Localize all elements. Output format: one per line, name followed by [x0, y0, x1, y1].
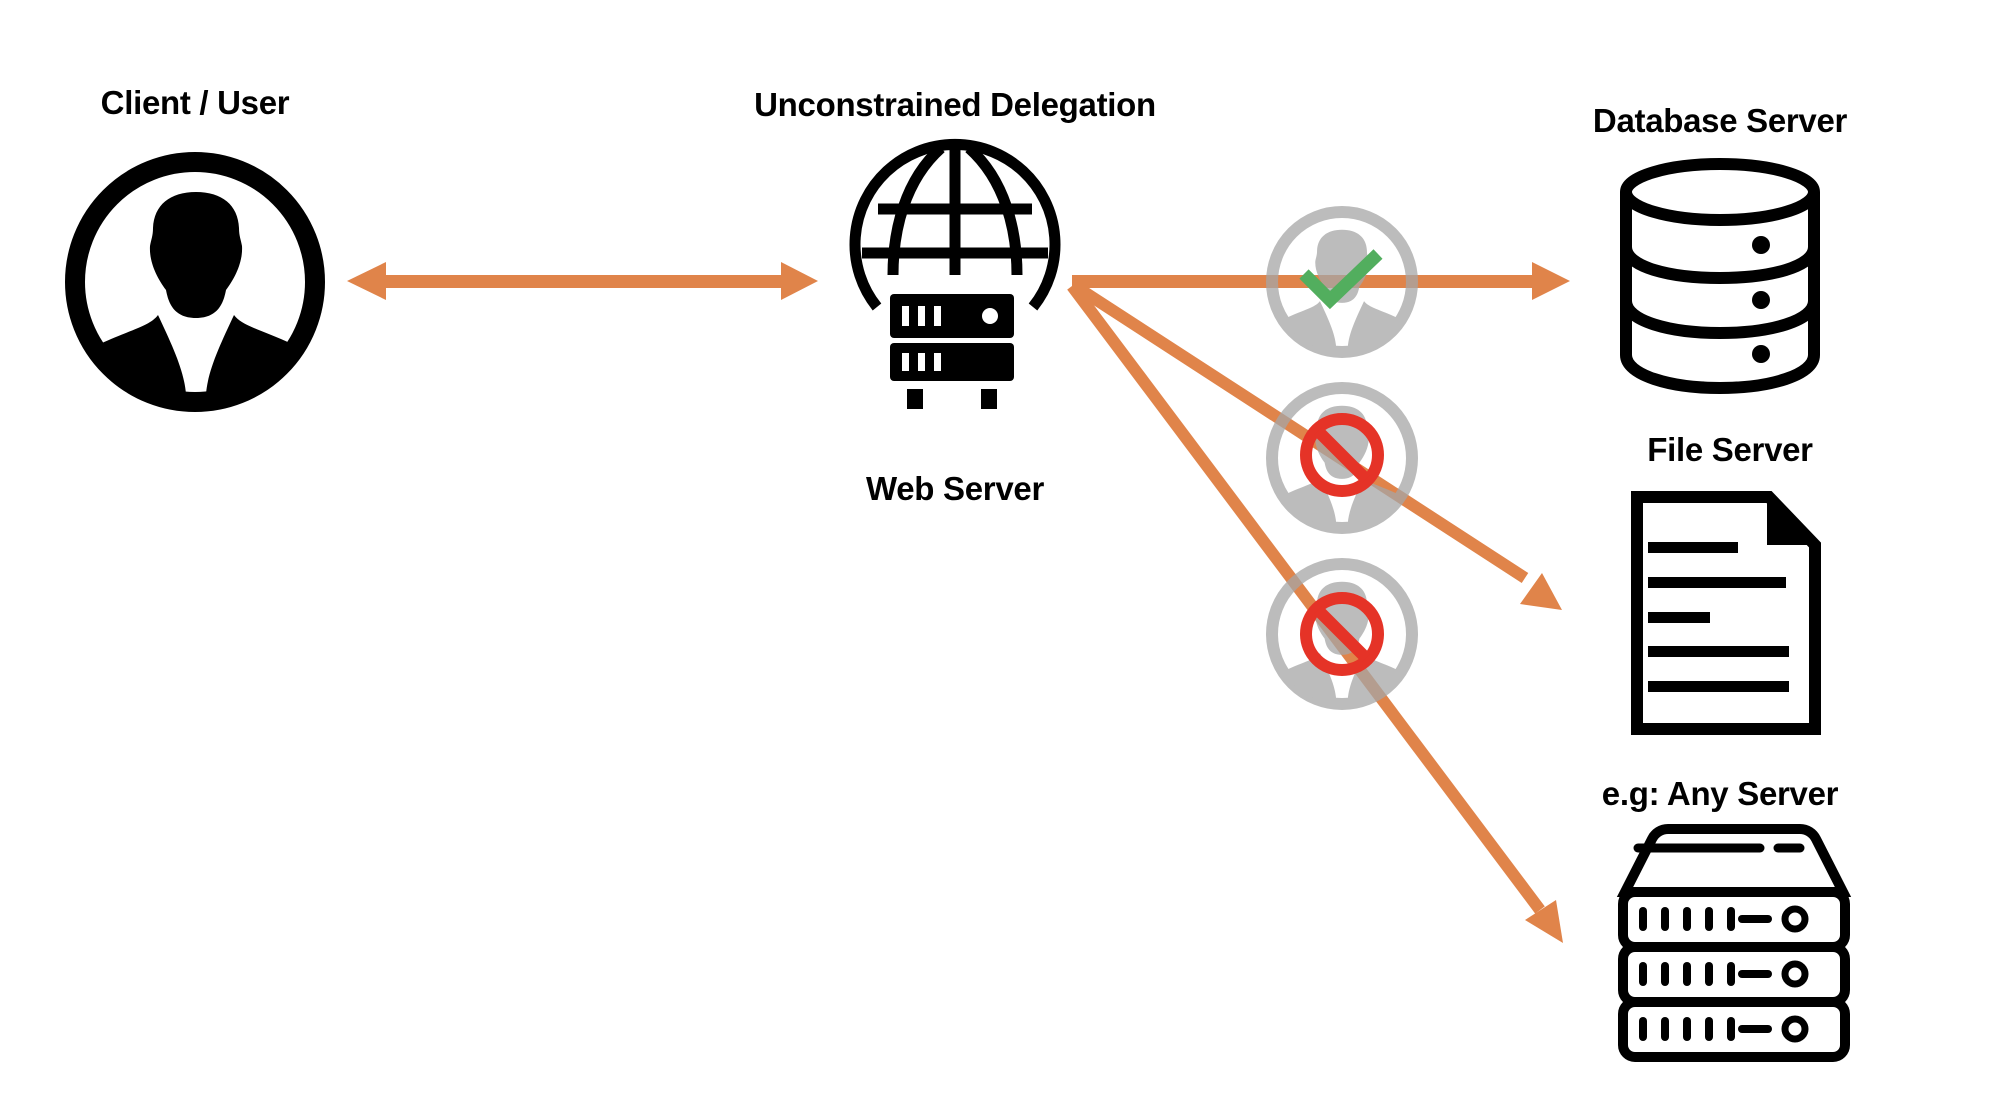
database-server-label: Database Server: [1592, 102, 1848, 139]
document-icon: [1631, 491, 1821, 735]
prohibited-icon: [1300, 592, 1384, 676]
any-server-label: e.g: Any Server: [1601, 775, 1839, 812]
web-server-label: Web Server: [866, 470, 1044, 507]
prohibited-icon: [1300, 413, 1384, 497]
client-label: Client / User: [100, 84, 290, 121]
webserver-to-anyserver-arrow: [1067, 282, 1563, 943]
delegation-status-avatar: [1266, 382, 1418, 534]
web-server-globe-icon: [849, 138, 1061, 311]
database-icon: [1620, 158, 1820, 395]
rack-power-button: [1781, 1015, 1809, 1043]
diagram-title: Unconstrained Delegation: [754, 86, 1156, 123]
webserver-to-fileserver-arrow: [1071, 280, 1562, 610]
user-silhouette-icon: [1272, 405, 1412, 528]
user-circle-icon: [65, 152, 325, 412]
rack-power-button: [1781, 905, 1809, 933]
delegation-status-avatar: [1266, 558, 1418, 710]
server-rack-rows: [1639, 905, 1809, 1043]
client-webserver-arrow: [347, 262, 818, 300]
checkmark-icon: [1299, 249, 1383, 310]
database-indicator-lights: [1752, 236, 1770, 363]
file-server-label: File Server: [1647, 431, 1813, 468]
user-silhouette-icon: [1272, 581, 1412, 704]
rack-power-button: [1781, 960, 1809, 988]
web-server-rack-icon: [890, 294, 1014, 409]
